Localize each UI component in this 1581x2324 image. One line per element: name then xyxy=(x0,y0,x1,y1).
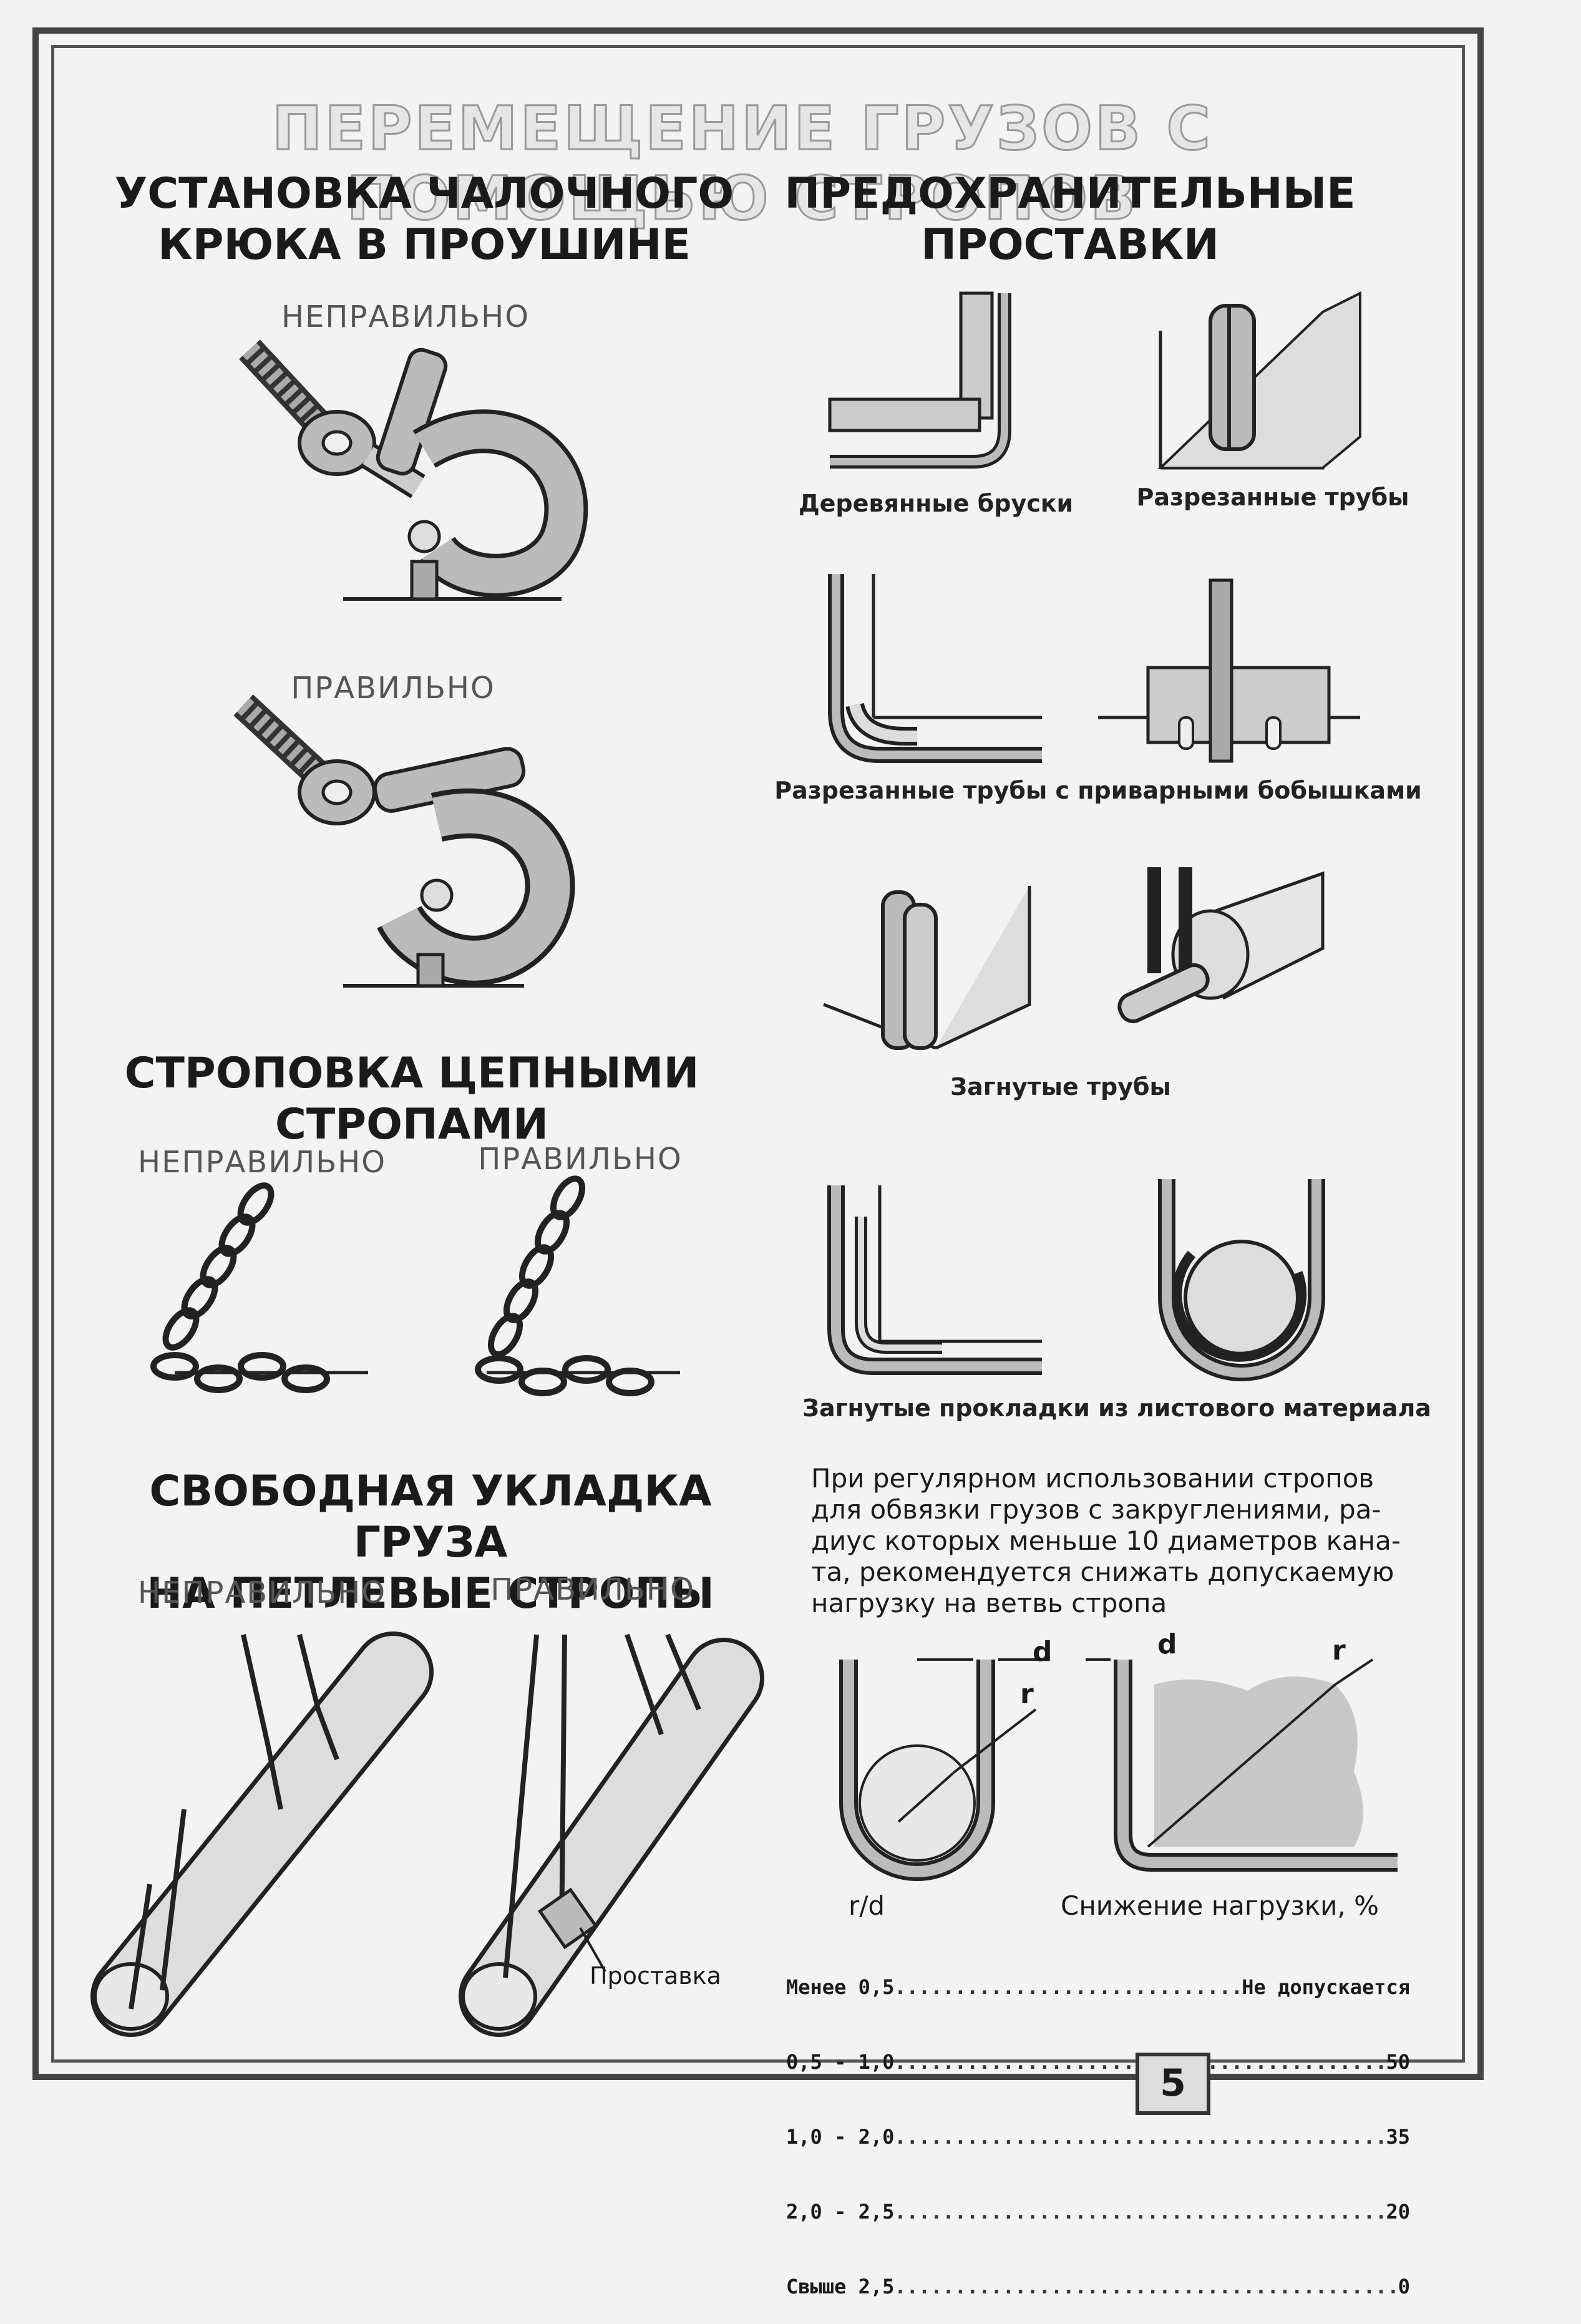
chain-right-label: ПРАВИЛЬНО xyxy=(478,1142,683,1177)
table-cell-value: 20 xyxy=(1386,2200,1410,2224)
table-row: 2,0 - 2,5 ..............................… xyxy=(786,2199,1410,2224)
loop-heading-line1: СВОБОДНАЯ УКЛАДКА ГРУЗА xyxy=(149,1467,712,1567)
chain-wrong-label: НЕПРАВИЛЬНО xyxy=(137,1145,387,1180)
label-r-left: r xyxy=(1020,1678,1034,1710)
loop-wrong-label: НЕПРАВИЛЬНО xyxy=(137,1575,387,1610)
table-col2-header: Снижение нагрузки, % xyxy=(1061,1890,1379,1921)
recommendation-line: При регулярном использовании стропов xyxy=(811,1463,1374,1494)
table-row: 0,5 - 1,0 ..............................… xyxy=(786,2049,1410,2074)
table-cell-range: 2,0 - 2,5 xyxy=(786,2200,895,2224)
radius-corner-illustration xyxy=(1086,1658,1398,1872)
recommendation-line: для обвязки грузов с закруглениями, ра- xyxy=(811,1494,1381,1525)
caption-sheet: Загнутые прокладки из листового материал… xyxy=(802,1394,1431,1422)
cut-pipes-bosses-flat-illustration xyxy=(1098,578,1360,763)
cut-pipes-illustration xyxy=(1157,291,1361,470)
page-frame-inner xyxy=(51,45,1465,2063)
table-cell-range: Менее 0,5 xyxy=(786,1975,895,1999)
label-d-left: d xyxy=(1033,1636,1053,1668)
page-frame-outer xyxy=(32,27,1484,2080)
caption-bent-pipes: Загнутые трубы xyxy=(950,1073,1171,1101)
hook-wrong-label: НЕПРАВИЛЬНО xyxy=(281,299,530,334)
table-col1-header: r/d xyxy=(849,1890,885,1921)
reduction-table: Менее 0,5 ..............................… xyxy=(786,1925,1410,2324)
bent-pipes-left-illustration xyxy=(823,886,1031,1050)
table-dots: ........................................… xyxy=(894,2200,1386,2224)
table-row: Свыше 2,5 ..............................… xyxy=(786,2274,1410,2299)
hook-wrong-illustration xyxy=(239,339,588,601)
chain-heading-line2: СТРОПАМИ xyxy=(275,1100,549,1149)
sheet-corner-illustration xyxy=(827,1185,1042,1375)
loop-wrong-illustration xyxy=(90,1631,434,2037)
spacers-heading-line1: ПРЕДОХРАНИТЕЛЬНЫЕ xyxy=(784,169,1356,218)
page-title: ПЕРЕМЕЩЕНИЕ ГРУЗОВ С ПОМОЩЬЮ СТРОПОВ xyxy=(271,93,1213,235)
bent-pipes-right-illustration xyxy=(1117,867,1325,1024)
recommendation-text: При регулярном использовании стропов для… xyxy=(811,1463,1435,1619)
sheet-round-illustration xyxy=(1158,1179,1325,1381)
wood-blocks-illustration xyxy=(828,291,1011,469)
caption-cut-pipes: Разрезанные трубы xyxy=(1136,484,1409,511)
loop-right-label: ПРАВИЛЬНО xyxy=(490,1572,695,1607)
hook-heading: УСТАНОВКА ЧАЛОЧНОГО КРЮКА В ПРОУШИНЕ xyxy=(81,168,767,271)
hook-heading-line2: КРЮКА В ПРОУШИНЕ xyxy=(158,220,691,270)
label-d-right: d xyxy=(1157,1628,1177,1660)
table-cell-range: 1,0 - 2,0 xyxy=(786,2125,895,2149)
table-cell-value: 35 xyxy=(1386,2125,1410,2149)
table-cell-value: 0 xyxy=(1398,2275,1410,2298)
table-cell-value: Не допускается xyxy=(1242,1975,1410,1999)
cut-pipes-bosses-corner-illustration xyxy=(828,574,1042,763)
table-dots: ........................................… xyxy=(894,2275,1398,2298)
page-number: 5 xyxy=(1136,2053,1210,2115)
table-cell-range: 0,5 - 1,0 xyxy=(786,2050,895,2074)
table-dots: ........................................… xyxy=(894,1975,1242,1999)
chain-heading: СТРОПОВКА ЦЕПНЫМИ СТРОПАМИ xyxy=(94,1048,730,1150)
spacers-heading: ПРЕДОХРАНИТЕЛЬНЫЕ ПРОСТАВКИ xyxy=(774,168,1366,271)
hook-right-illustration xyxy=(233,694,575,988)
recommendation-line: та, рекомендуется снижать допускаемую xyxy=(811,1557,1394,1587)
loop-heading: СВОБОДНАЯ УКЛАДКА ГРУЗА НА ПЕТЛЕВЫЕ СТРО… xyxy=(75,1466,786,1620)
radius-round-illustration xyxy=(839,1658,1048,1881)
chain-right-illustration xyxy=(475,1175,680,1396)
label-r-right: r xyxy=(1332,1635,1346,1666)
loop-right-illustration xyxy=(459,1633,764,2037)
table-row: 1,0 - 2,0 ..............................… xyxy=(786,2124,1410,2149)
hook-heading-line1: УСТАНОВКА ЧАЛОЧНОГО xyxy=(114,169,734,218)
table-dots: ........................................… xyxy=(894,2125,1386,2149)
spacer-label: Проставка xyxy=(590,1962,721,1990)
caption-wood: Деревянные бруски xyxy=(798,490,1074,517)
recommendation-line: нагрузку на ветвь стропа xyxy=(811,1588,1167,1618)
table-cell-value: 50 xyxy=(1386,2050,1410,2074)
table-cell-range: Свыше 2,5 xyxy=(786,2275,895,2298)
recommendation-line: диус которых меньше 10 диаметров кана- xyxy=(811,1525,1401,1556)
chain-heading-line1: СТРОПОВКА ЦЕПНЫМИ xyxy=(124,1049,699,1098)
hook-right-label: ПРАВИЛЬНО xyxy=(291,671,495,706)
loop-heading-line2: НА ПЕТЛЕВЫЕ СТРОПЫ xyxy=(147,1569,714,1618)
caption-cut-pipes-bosses: Разрезанные трубы с приварными бобышками xyxy=(774,777,1422,804)
table-row: Менее 0,5 ..............................… xyxy=(786,1975,1410,2000)
chain-wrong-illustration xyxy=(150,1182,368,1393)
spacers-heading-line2: ПРОСТАВКИ xyxy=(921,220,1219,270)
